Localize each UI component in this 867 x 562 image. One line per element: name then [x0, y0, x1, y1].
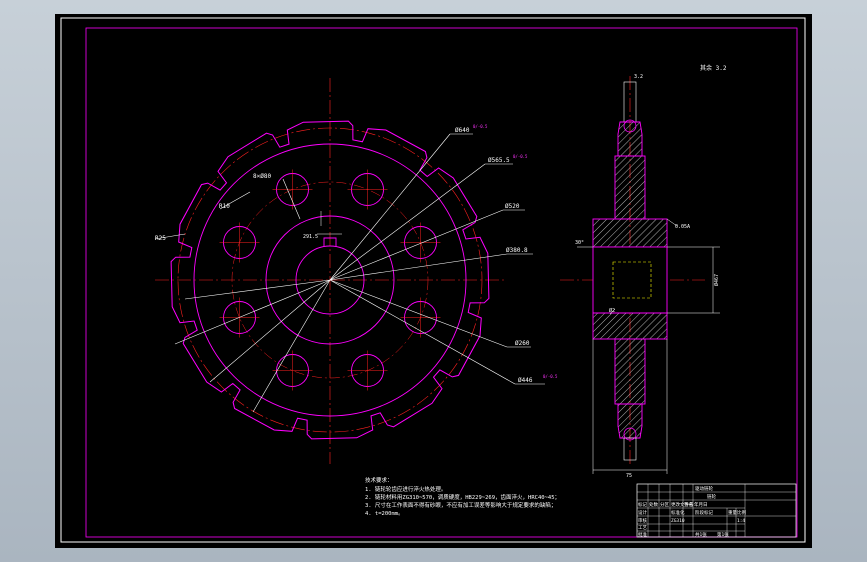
tb-cell-5: 年月日	[694, 501, 708, 508]
tech-line-3: 3. 尺寸在工作表面不得有砂眼，不应有加工误差等影响大于规定要求的缺陷；	[365, 501, 556, 509]
tech-line-2: 2. 链轮材料用ZG310~570，调质硬度，HB229~269，齿面淬火，HR…	[365, 493, 560, 501]
tb-cell-15: 第1张	[717, 531, 729, 538]
pitch-circle	[177, 127, 483, 433]
dim-d380: Ø380.8	[506, 247, 528, 254]
leader-lines	[154, 133, 545, 413]
bolt-circle	[231, 181, 429, 379]
section-width: 75	[626, 473, 632, 479]
tb-cell-3: 更改文件号	[671, 501, 694, 508]
section-dimension-lines	[577, 218, 720, 474]
tb-cell-2: 分区	[660, 501, 669, 508]
tb-cell-6: 设计	[638, 509, 647, 516]
dim-r25: R25	[155, 235, 166, 242]
bore-circle	[295, 245, 365, 315]
drawing-frame	[60, 17, 806, 543]
upper-tooth	[617, 121, 643, 157]
dim-r10: R10	[219, 203, 230, 210]
tb-cell-11: 阶段标记	[695, 509, 713, 516]
lower-tip-circle	[623, 427, 637, 441]
section-hub-height: Ø467	[713, 274, 720, 286]
front-view: Ø640 0/-0.5 Ø565.5 0/-0.5 Ø520 Ø380.8 Ø2…	[154, 78, 558, 464]
dim-d640-tol: 0/-0.5	[473, 124, 488, 129]
tb-cell-10: 批准	[638, 531, 647, 538]
tb-cell-4: 签名	[684, 501, 693, 508]
tech-line-4: 4. t=200mm。	[365, 511, 404, 517]
roughness-top: 3.2	[634, 74, 643, 80]
dim-d520: Ø520	[505, 203, 520, 210]
tb-cell-8: 审核	[638, 517, 647, 524]
dim-d565-tol: 0/-0.5	[513, 154, 528, 159]
tb-cell-9: 工艺	[638, 525, 647, 531]
tech-title: 技术要求：	[365, 476, 393, 484]
tb-cell-0: 标记	[638, 501, 647, 508]
hub-circle	[265, 215, 395, 345]
sprocket-tooth-outline	[170, 120, 490, 440]
root-circle	[193, 143, 467, 417]
section-left-mark: 30°	[575, 240, 584, 246]
dim-d446: Ø446	[518, 377, 533, 384]
tb-cell-7: 标准化	[671, 509, 685, 516]
tech-line-1: 1. 链轮轮齿应进行淬火热处理。	[365, 485, 446, 493]
drawing-inner-frame	[85, 27, 798, 538]
keyway	[323, 237, 337, 247]
upper-web	[614, 155, 646, 220]
keyway-hidden	[612, 261, 652, 299]
tb-cell-1: 处数	[649, 501, 658, 508]
tb-cell-12: 重量	[728, 509, 737, 516]
section-inner-mark: Ø2	[609, 307, 615, 314]
lower-tooth	[617, 403, 643, 439]
surface-note: 其余 3.2	[700, 64, 727, 72]
upper-tip-circle	[623, 119, 637, 133]
title-block-name: 驱动链轮	[695, 485, 713, 492]
hub-upper	[592, 218, 668, 248]
tb-cell-16: ZG310	[671, 518, 685, 524]
dim-d260: Ø260	[515, 340, 530, 347]
title-block-subtitle: 链轮	[707, 493, 716, 500]
tb-cell-14: 共1张	[695, 531, 707, 538]
tech-requirements: 技术要求： 1. 链轮轮齿应进行淬火热处理。 2. 链轮材料用ZG310~570…	[365, 476, 560, 517]
dim-d446-tol: 0/-0.5	[543, 374, 558, 379]
lower-web	[614, 338, 646, 405]
hub-lower	[592, 312, 668, 340]
dim-holes: 8×Ø80	[253, 173, 271, 180]
section-right-mark: 0.05A	[675, 224, 690, 230]
dim-d565: Ø565.5	[488, 157, 510, 164]
tb-cell-13: 比例	[737, 509, 746, 516]
drawing-canvas[interactable]: Ø640 0/-0.5 Ø565.5 0/-0.5 Ø520 Ø380.8 Ø2…	[55, 14, 812, 548]
dim-d640: Ø640	[455, 127, 470, 134]
drawing-svg: Ø640 0/-0.5 Ø565.5 0/-0.5 Ø520 Ø380.8 Ø2…	[60, 17, 806, 543]
lower-tooth-tip	[623, 437, 637, 461]
hub-bore	[592, 246, 668, 314]
section-view: 3.2 30° 0.05A Ø467 75 Ø2	[560, 74, 720, 479]
tb-cell-17: 1:4	[737, 518, 745, 524]
dim-keyway: 291.5	[303, 234, 318, 240]
title-block: 驱动链轮 链轮 标记 处数 分区 更改文件号 签名 年月日 设计 标准化 审核 …	[636, 483, 797, 538]
